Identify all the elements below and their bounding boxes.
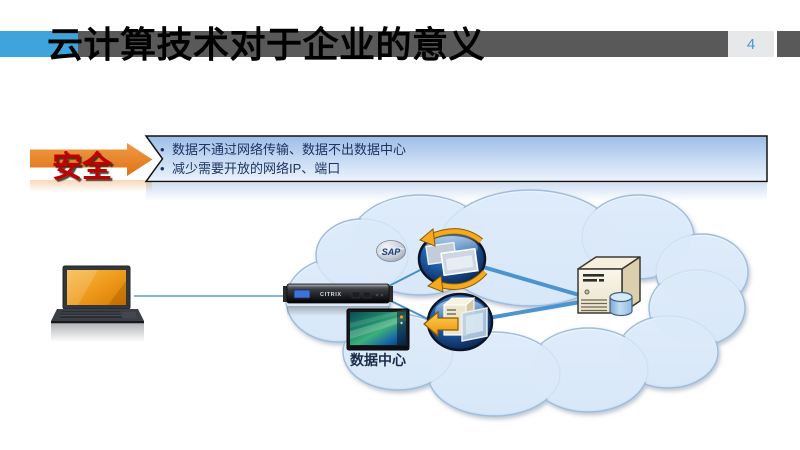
bullet-text: 数据不通过网络传输、数据不出数据中心 — [172, 142, 407, 157]
sync-sphere-icon — [417, 228, 488, 293]
page-title: 云计算技术对于企业的意义 — [47, 24, 486, 65]
slide-number: 4 — [746, 35, 756, 53]
citrix-appliance-icon: CITRIX — [283, 283, 393, 316]
bullet-item: • 数据不通过网络传输、数据不出数据中心 — [160, 140, 406, 159]
left-arrow-glyph — [423, 310, 459, 338]
appliance-lcd — [293, 289, 311, 299]
connector-top-sphere-server — [474, 263, 588, 299]
datacenter-monitor-icon — [346, 308, 410, 351]
security-banner-label: 安全 — [52, 151, 112, 184]
sap-badge-icon: SAP — [376, 240, 406, 262]
banner-text-box — [144, 135, 768, 183]
security-banner-arrow — [30, 143, 153, 176]
connector-appliance-bottom-sphere — [388, 299, 431, 321]
bullet-text: 减少需要开放的网络IP、端口 — [172, 161, 341, 176]
title-bar — [78, 31, 728, 57]
title-bar-end-cap — [777, 31, 800, 57]
connector-bottom-sphere-server — [486, 299, 588, 320]
security-banner-bullets: • 数据不通过网络传输、数据不出数据中心 • 减少需要开放的网络IP、端口 — [160, 140, 406, 178]
sap-label: SAP — [382, 247, 402, 257]
title-accent-rect — [0, 31, 78, 57]
datacenter-label: 数据中心 — [350, 352, 406, 368]
laptop-icon — [51, 265, 144, 342]
database-icon — [609, 291, 633, 317]
bullet-item: • 减少需要开放的网络IP、端口 — [160, 159, 406, 178]
bullet-dot: • — [160, 142, 165, 157]
bullet-dot: • — [160, 161, 165, 176]
banner-arrow-reflection — [30, 180, 152, 192]
slide-number-box: 4 — [728, 31, 774, 57]
appliance-brand-label: CITRIX — [320, 292, 342, 298]
transfer-sphere-icon — [423, 292, 494, 352]
server-tower-icon — [577, 256, 641, 317]
monitor-status-dot — [399, 315, 404, 319]
banner-box-reflection — [146, 183, 767, 201]
